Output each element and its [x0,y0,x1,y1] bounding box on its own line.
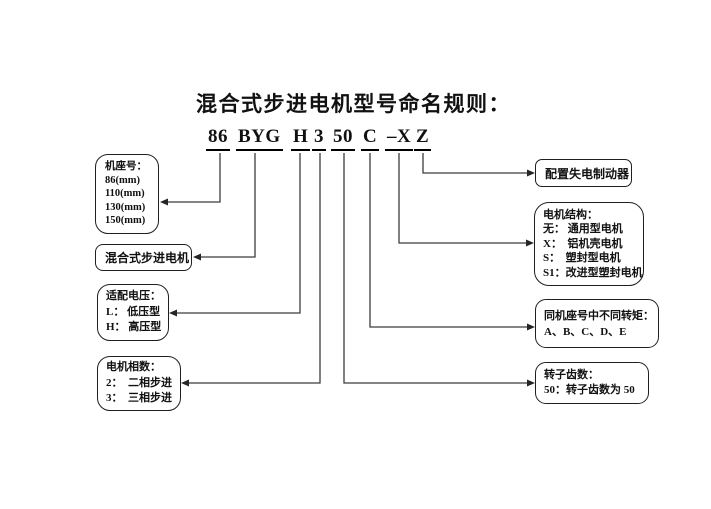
structure-box: 电机结构： 无： 通用型电机 X： 铝机壳电机 S： 塑封型电机 S1：改进型塑… [534,202,644,286]
voltage-line: H： 高压型 [106,321,162,334]
torque-line: A、B、C、D、E [544,325,627,338]
frame-size-box: 机座号： 86(mm) 110(mm) 130(mm) 150(mm) [95,154,159,234]
torque-line: 同机座号中不同转矩： [544,309,654,322]
arrowhead-motor-type [193,253,201,261]
connector-86-to-frame-size [168,153,221,203]
page-title: 混合式步进电机型号命名规则： [196,92,511,116]
rotor-teeth-line: 50：转子齿数为 50 [544,384,635,396]
voltage-box: 适配电压： L： 低压型 H： 高压型 [97,284,169,341]
structure-line: X： 铝机壳电机 [543,237,623,250]
arrowhead-rotor-teeth [527,379,535,387]
arrowhead-torque [527,323,535,331]
connector-3-to-phases [189,153,321,384]
frame-size-line: 110(mm) [105,188,145,200]
frame-size-line: 机座号： [105,161,147,173]
torque-box: 同机座号中不同转矩： A、B、C、D、E [535,299,659,348]
voltage-line: 适配电压： [106,290,161,303]
connector-z-to-brake [422,153,527,174]
motor-type-box: 混合式步进电机 [95,244,192,271]
arrowhead-brake [527,169,535,177]
model-segment-torque: C [361,126,380,151]
structure-line: S1：改进型塑封电机 [543,266,643,279]
connector-byg-to-motor-type [201,153,256,258]
connector-h-to-voltage [177,153,301,314]
voltage-line: L： 低压型 [106,305,161,318]
structure-line: S： 塑封型电机 [543,252,621,265]
model-segment-rotor-teeth: 50 [331,126,355,151]
connector-x-to-structure [398,153,526,244]
arrowhead-phases [181,379,189,387]
arrowhead-frame-size [160,198,168,206]
frame-size-line: 150(mm) [105,215,146,227]
rotor-teeth-line: 转子齿数： [544,368,599,381]
frame-size-line: 86(mm) [105,174,140,186]
structure-line: 无： 通用型电机 [543,223,623,236]
model-segment-brake: Z [414,126,432,151]
model-segment-structure: –X [385,126,414,151]
brake-box: 配置失电制动器 [535,159,632,187]
motor-type-label: 混合式步进电机 [105,251,190,265]
model-segment-frame-size: 86 [206,126,230,151]
model-segment-phases: 3 [312,126,326,151]
rotor-teeth-box: 转子齿数： 50：转子齿数为 50 [535,362,649,404]
structure-line: 电机结构： [543,208,598,221]
connector-c-to-torque [369,153,527,328]
phases-box: 电机相数： 2： 二相步进 3： 三相步进 [97,356,181,411]
phases-line: 2： 二相步进 [106,376,172,389]
model-segment-voltage: H [291,126,311,151]
brake-label: 配置失电制动器 [545,166,630,181]
model-segment-series: BYG [236,126,283,151]
phases-line: 电机相数： [106,361,161,374]
connector-50-to-rotor-teeth [343,153,527,384]
arrowhead-voltage [169,309,177,317]
phases-line: 3： 三相步进 [106,392,172,405]
frame-size-line: 130(mm) [105,201,146,213]
arrowhead-structure [526,239,534,247]
